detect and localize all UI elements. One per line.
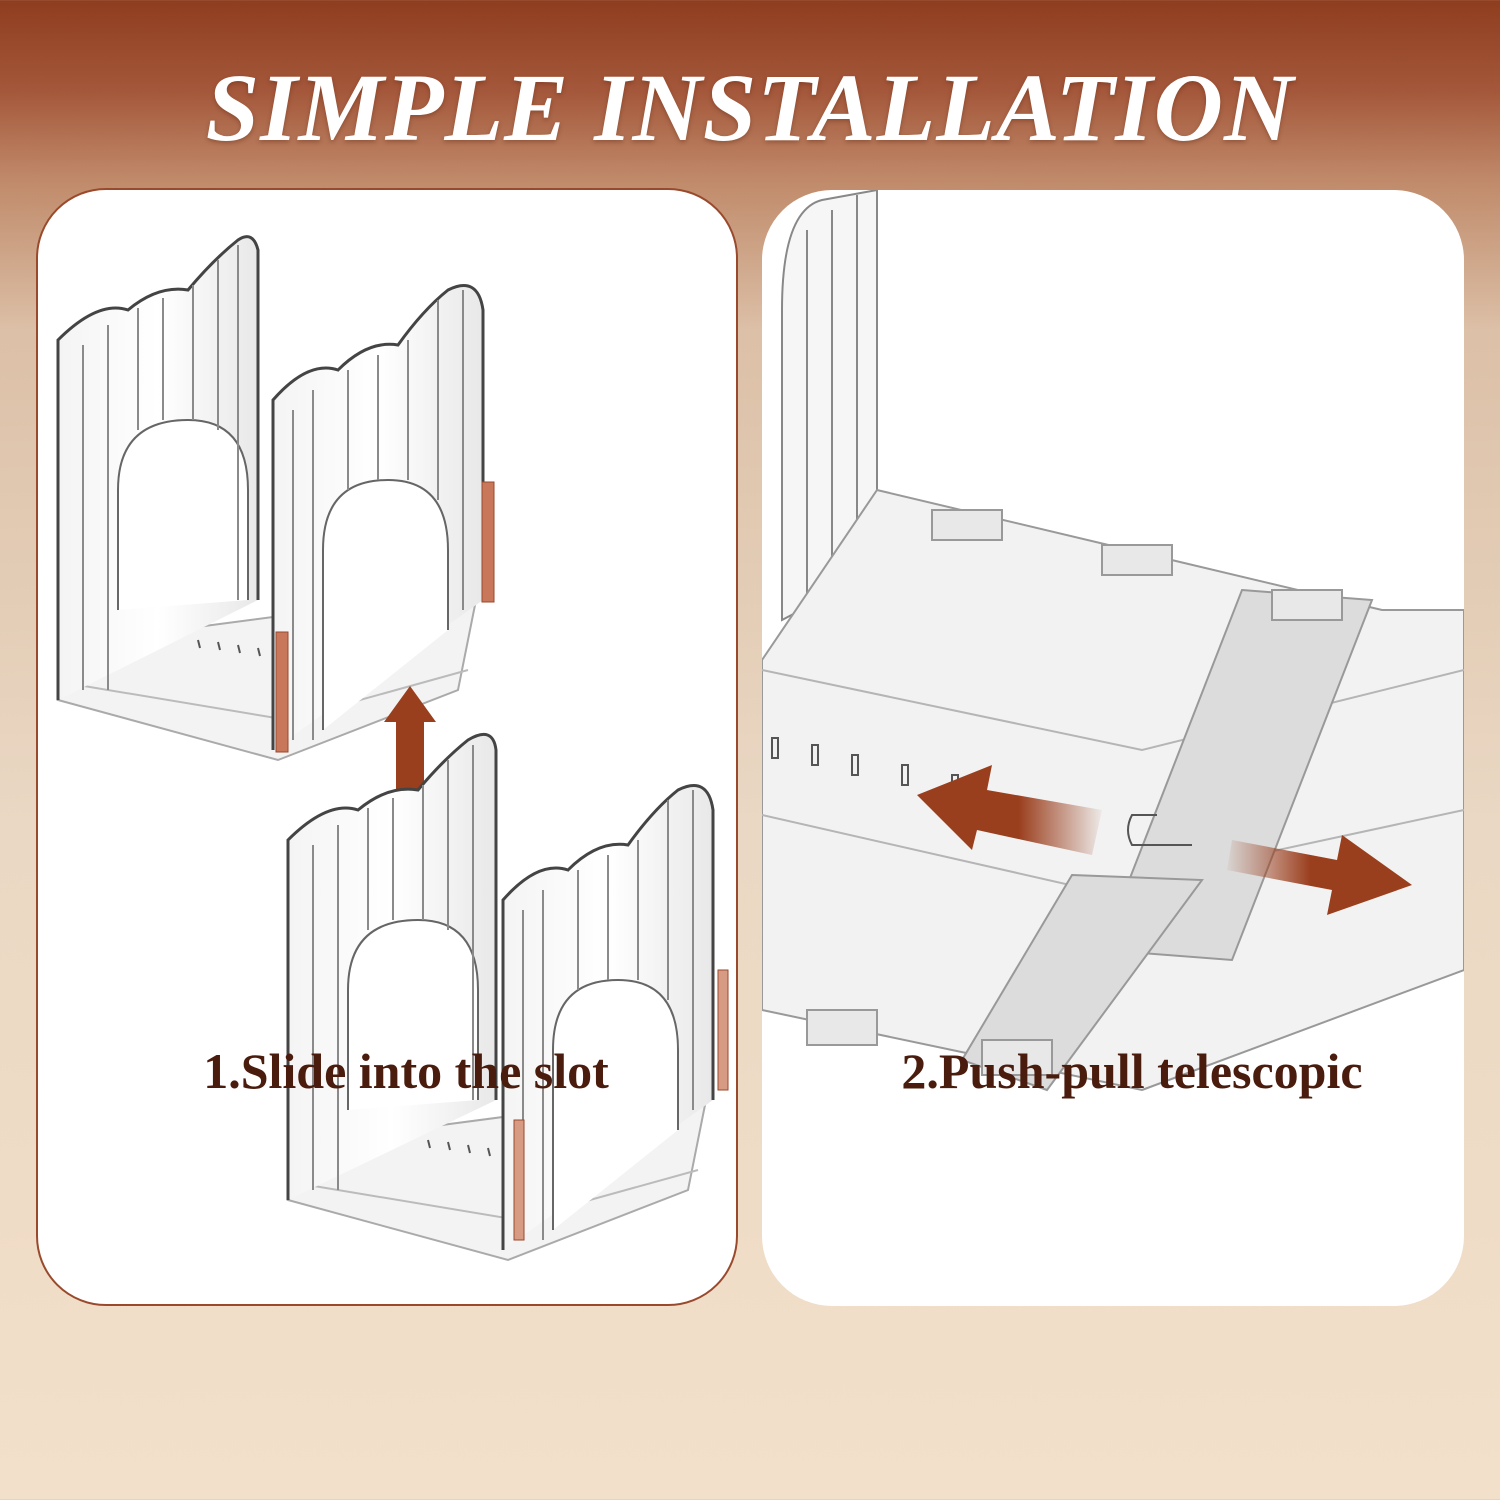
right-arrow-icon xyxy=(1227,835,1412,915)
step-2-panel xyxy=(762,190,1464,1306)
left-arrow-icon xyxy=(917,765,1102,855)
slot-strip xyxy=(275,631,289,753)
step-1-panel xyxy=(36,188,738,1306)
step-1-caption: 1.Slide into the slot xyxy=(203,1043,609,1099)
telescopic-illustration xyxy=(762,190,1464,1092)
page-title: SIMPLE INSTALLATION xyxy=(205,54,1295,161)
slot-strip xyxy=(717,969,729,1091)
bookend-slide-illustration xyxy=(56,235,729,1262)
lower-bookend xyxy=(286,732,715,1262)
up-arrow-icon xyxy=(384,686,436,802)
slot-strip xyxy=(481,481,495,603)
step-2-caption: 2.Push-pull telescopic xyxy=(901,1043,1363,1099)
upper-bookend xyxy=(56,235,485,762)
slot-strip xyxy=(513,1119,525,1241)
